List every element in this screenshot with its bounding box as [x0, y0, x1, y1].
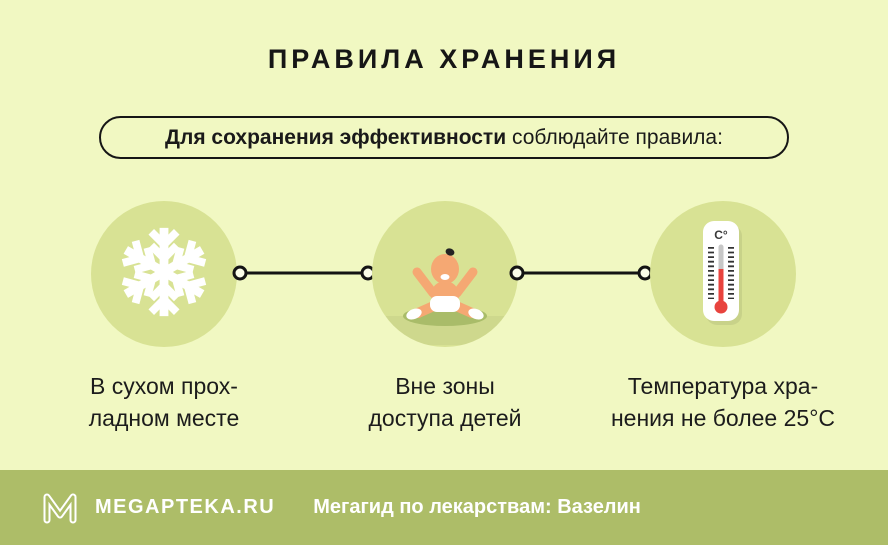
step-label-line: Температура хра-: [627, 373, 819, 399]
step-circle-dry-cool: [91, 201, 237, 347]
rule-banner: Для сохранения эффективности соблюдайте …: [99, 116, 789, 159]
footer-bar: MEGAPTEKA.RU Мегагид по лекарствам: Вазе…: [0, 470, 888, 545]
baby-icon: [372, 201, 518, 347]
thermometer-unit-label: C°: [714, 228, 728, 242]
step-circle-temperature: C°: [650, 201, 796, 347]
connector-line-1: [232, 265, 376, 281]
rule-banner-regular-text: соблюдайте правила:: [506, 125, 723, 149]
step-circle-away-from-children: [372, 201, 518, 347]
step-label-line: доступа детей: [368, 405, 522, 431]
step-label-line: нения не более 25°С: [610, 405, 835, 431]
snowflake-icon: [115, 223, 213, 326]
rule-banner-bold-text: Для сохранения эффективности: [165, 125, 507, 149]
footer-tagline: Мегагид по лекарствам: Вазелин: [313, 496, 641, 518]
step-label-line: ладном месте: [88, 405, 240, 431]
step-label-temperature: Температура хра- нения не более 25°С: [583, 370, 863, 434]
step-label-line: Вне зоны: [395, 373, 495, 399]
thermometer-icon: C°: [701, 219, 745, 330]
step-label-dry-cool: В сухом прох- ладном месте: [24, 370, 304, 434]
connector-line-2: [509, 265, 653, 281]
step-label-line: В сухом прох-: [90, 373, 238, 399]
step-label-away-from-children: Вне зоны доступа детей: [305, 370, 585, 434]
page-title: ПРАВИЛА ХРАНЕНИЯ: [267, 44, 621, 74]
footer-brand: MEGAPTEKA.RU: [95, 496, 276, 518]
megapteka-m-icon: [40, 489, 80, 527]
